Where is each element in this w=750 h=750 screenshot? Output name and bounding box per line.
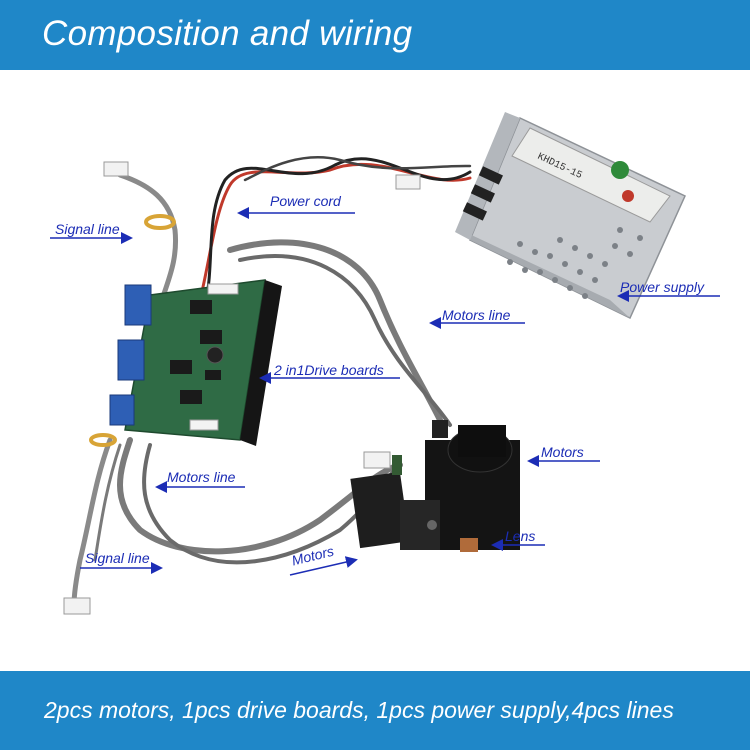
signal-connector-bottom — [63, 597, 91, 615]
label-signal-line-bottom: Signal line — [85, 550, 150, 566]
label-power-cord: Power cord — [270, 193, 341, 209]
product-photo: KHD15-15 — [50, 112, 720, 615]
footer-banner: 2pcs motors, 1pcs drive boards, 1pcs pow… — [0, 671, 750, 750]
callout-arrows — [50, 207, 720, 576]
power-connector — [395, 174, 421, 190]
label-motors-line-right: Motors line — [442, 307, 511, 323]
label-motors-right: Motors — [541, 444, 584, 460]
signal-connector-top — [103, 161, 129, 177]
motor-lens-assembly — [350, 420, 520, 552]
footer-caption: 2pcs motors, 1pcs drive boards, 1pcs pow… — [44, 697, 674, 723]
label-drive-boards: 2 in1Drive boards — [274, 362, 384, 378]
page-title: Composition and wiring — [42, 14, 413, 53]
label-power-supply: Power supply — [620, 279, 705, 295]
header-banner: Composition and wiring — [0, 0, 750, 70]
label-signal-line-top: Signal line — [55, 221, 120, 237]
power-supply: KHD15-15 — [455, 112, 686, 320]
drive-boards — [89, 214, 282, 447]
label-motors-line-left: Motors line — [167, 469, 236, 485]
motor-connector — [363, 451, 391, 469]
label-lens: Lens — [505, 528, 536, 544]
